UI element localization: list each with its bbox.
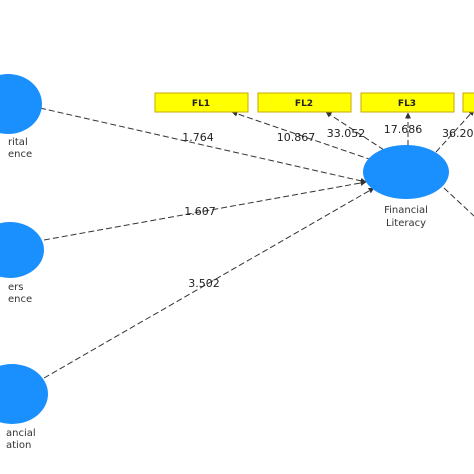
loading-fl1: 10.867 [277, 131, 316, 144]
edge-literacy-fl4 [435, 109, 474, 153]
coefficients: 1.764 1.607 3.502 10.867 33.052 17.686 3… [182, 123, 473, 290]
coef-education-literacy: 3.502 [188, 277, 220, 290]
node-financial-literacy [363, 145, 449, 199]
node-peers-label-2: ence [8, 294, 32, 305]
node-parental-label-2: ence [8, 149, 32, 160]
loading-fl3: 17.686 [384, 123, 423, 136]
edge-education-literacy [43, 187, 375, 379]
edge-literacy-offscreen [443, 187, 474, 217]
node-financial-education [0, 364, 48, 424]
node-literacy-label-2: Literacy [386, 218, 426, 229]
edge-literacy-fl1 [231, 110, 373, 161]
indicator-fl1-label: FL1 [192, 99, 210, 109]
node-education-label-2: ation [6, 440, 31, 451]
indicator-fl2-box [257, 92, 352, 113]
node-education-label-1: ancial [6, 428, 36, 439]
indicator-fl3-label: FL3 [398, 99, 416, 109]
edges [39, 107, 474, 379]
edge-parental-literacy [39, 107, 367, 184]
node-literacy-label-1: Financial [384, 205, 428, 216]
loading-fl2: 33.052 [327, 127, 366, 140]
indicator-fl2-label: FL2 [295, 99, 313, 109]
indicator-fl1-box [154, 92, 249, 113]
indicator-fl4-box [462, 92, 474, 113]
node-parental-label-1: rital [8, 137, 28, 148]
coef-parental-literacy: 1.764 [182, 131, 214, 144]
indicators: FL1 FL2 FL3 [154, 92, 474, 113]
loading-fl4: 36.20 [442, 127, 474, 140]
node-peers-influence [0, 222, 44, 278]
node-parental-influence [0, 74, 42, 134]
coef-peers-literacy: 1.607 [184, 205, 216, 218]
edge-peers-literacy [43, 180, 367, 241]
indicator-fl3-box [360, 92, 455, 113]
edge-literacy-fl2 [325, 111, 385, 151]
node-peers-label-1: ers [8, 282, 23, 293]
nodes: rital ence ers ence ancial ation Financi… [0, 74, 449, 451]
